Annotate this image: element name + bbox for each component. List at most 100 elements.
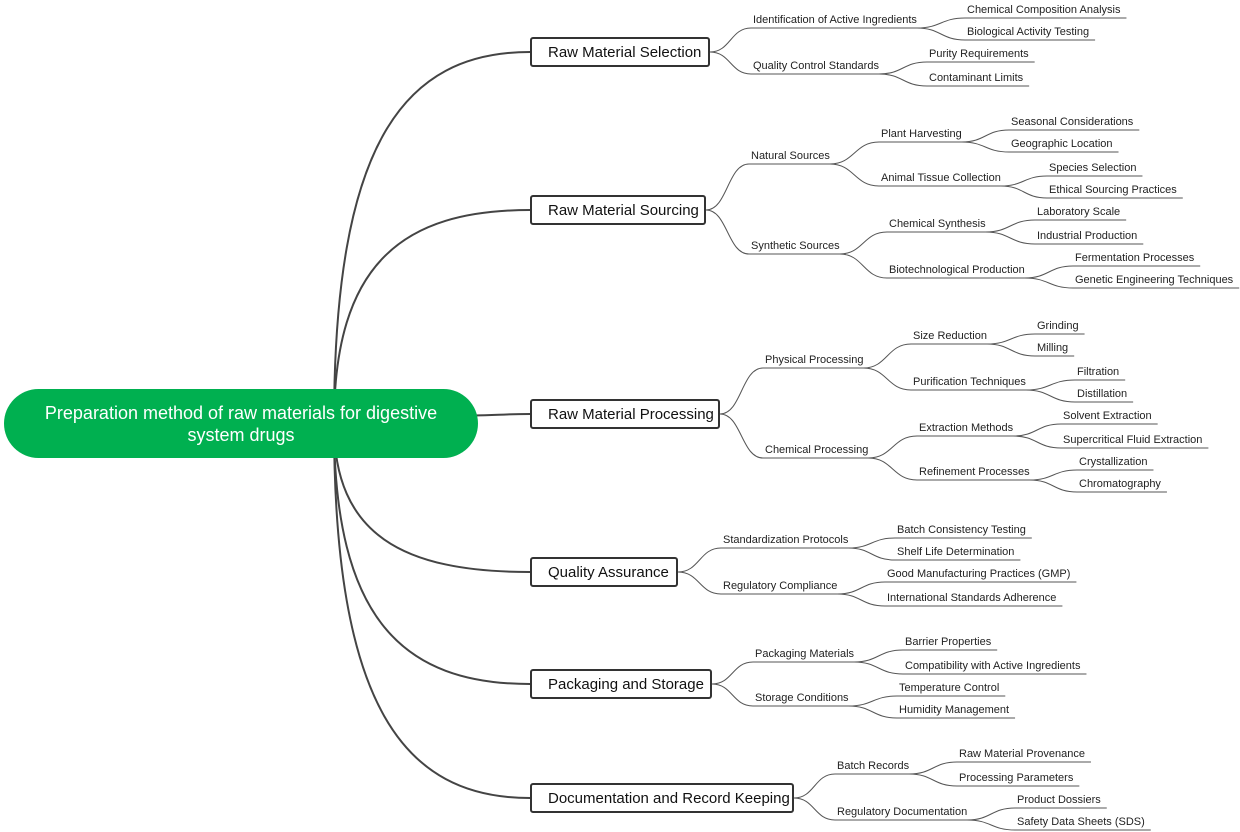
node-size-reduction[interactable]: Size Reduction — [913, 330, 987, 342]
branch-packaging-and-storage[interactable]: Packaging and Storage — [530, 669, 712, 699]
branch-documentation-and-record-keeping[interactable]: Documentation and Record Keeping — [530, 783, 794, 813]
connector-line — [711, 683, 754, 707]
connector-line — [1025, 379, 1076, 391]
node-filtration[interactable]: Filtration — [1077, 366, 1120, 378]
node-batch-records[interactable]: Batch Records — [837, 760, 910, 772]
node-plant-harvesting[interactable]: Plant Harvesting — [881, 128, 962, 140]
node-barrier-properties[interactable]: Barrier Properties — [905, 636, 992, 648]
connector-line — [1025, 389, 1076, 403]
node-animal-tissue-collection[interactable]: Animal Tissue Collection — [881, 172, 1001, 184]
node-raw-material-provenance[interactable]: Raw Material Provenance — [959, 748, 1085, 760]
connector-line — [677, 571, 722, 595]
branch-label: Documentation and Record Keeping — [548, 789, 790, 807]
node-solvent-extraction[interactable]: Solvent Extraction — [1063, 410, 1152, 422]
node-contaminant-limits[interactable]: Contaminant Limits — [929, 72, 1024, 84]
connector-line — [719, 367, 764, 415]
connector-line — [986, 343, 1036, 357]
connector-line — [1029, 479, 1078, 493]
connector-line — [916, 17, 966, 29]
node-grinding[interactable]: Grinding — [1037, 320, 1079, 332]
connector-line — [839, 231, 888, 255]
branch-line — [333, 423, 531, 573]
node-chromatography[interactable]: Chromatography — [1079, 478, 1161, 490]
node-batch-consistency-testing[interactable]: Batch Consistency Testing — [897, 524, 1026, 536]
node-compatibility-with-active-ingredients[interactable]: Compatibility with Active Ingredients — [905, 660, 1081, 672]
node-synthetic-sources[interactable]: Synthetic Sources — [751, 240, 840, 252]
connector-line — [709, 51, 752, 75]
node-regulatory-compliance[interactable]: Regulatory Compliance — [723, 580, 838, 592]
node-natural-sources[interactable]: Natural Sources — [751, 150, 830, 162]
node-biological-activity-testing[interactable]: Biological Activity Testing — [967, 26, 1090, 38]
connector-line — [705, 163, 750, 211]
node-regulatory-documentation[interactable]: Regulatory Documentation — [837, 806, 968, 818]
connector-line — [793, 797, 836, 821]
node-geographic-location[interactable]: Geographic Location — [1011, 138, 1113, 150]
node-quality-control-standards[interactable]: Quality Control Standards — [753, 60, 879, 72]
node-milling[interactable]: Milling — [1037, 342, 1069, 354]
connector-line — [961, 141, 1010, 153]
connector-line — [839, 253, 888, 279]
connector-line — [829, 163, 880, 187]
connector-line — [1000, 185, 1048, 199]
node-ethical-sourcing-practices[interactable]: Ethical Sourcing Practices — [1049, 184, 1177, 196]
connector-line — [1013, 435, 1062, 449]
connector-line — [1029, 469, 1078, 481]
node-seasonal-considerations[interactable]: Seasonal Considerations — [1011, 116, 1134, 128]
connector-line — [961, 129, 1010, 143]
connector-line — [709, 27, 752, 53]
node-laboratory-scale[interactable]: Laboratory Scale — [1037, 206, 1121, 218]
node-international-standards-adherence[interactable]: International Standards Adherence — [887, 592, 1057, 604]
node-chemical-processing[interactable]: Chemical Processing — [765, 444, 869, 456]
branch-line — [333, 51, 531, 424]
node-packaging-materials[interactable]: Packaging Materials — [755, 648, 855, 660]
node-identification-of-active-ingredients[interactable]: Identification of Active Ingredients — [753, 14, 917, 26]
node-chemical-synthesis[interactable]: Chemical Synthesis — [889, 218, 986, 230]
connector-line — [837, 581, 886, 595]
branch-line — [471, 413, 531, 417]
node-biotechnological-production[interactable]: Biotechnological Production — [889, 264, 1025, 276]
branch-line — [333, 209, 531, 424]
branch-raw-material-sourcing[interactable]: Raw Material Sourcing — [530, 195, 706, 225]
connector-line — [677, 547, 722, 573]
node-physical-processing[interactable]: Physical Processing — [765, 354, 864, 366]
connector-line — [967, 807, 1016, 821]
root-node[interactable]: Preparation method of raw materials for … — [4, 389, 478, 458]
branch-label: Raw Material Selection — [548, 43, 702, 61]
node-crystallization[interactable]: Crystallization — [1079, 456, 1148, 468]
connector-line — [1000, 175, 1048, 187]
node-industrial-production[interactable]: Industrial Production — [1037, 230, 1138, 242]
node-species-selection[interactable]: Species Selection — [1049, 162, 1137, 174]
node-distillation[interactable]: Distillation — [1077, 388, 1128, 400]
node-purification-techniques[interactable]: Purification Techniques — [913, 376, 1026, 388]
node-fermentation-processes[interactable]: Fermentation Processes — [1075, 252, 1195, 264]
node-refinement-processes[interactable]: Refinement Processes — [919, 466, 1030, 478]
node-safety-data-sheets[interactable]: Safety Data Sheets (SDS) — [1017, 816, 1145, 828]
node-temperature-control[interactable]: Temperature Control — [899, 682, 1000, 694]
connector-line — [848, 537, 896, 549]
connector-line — [848, 695, 898, 707]
node-shelf-life-determination[interactable]: Shelf Life Determination — [897, 546, 1015, 558]
node-supercritical-fluid-extraction[interactable]: Supercritical Fluid Extraction — [1063, 434, 1203, 446]
connector-line — [705, 209, 750, 255]
branch-raw-material-selection[interactable]: Raw Material Selection — [530, 37, 710, 67]
connector-line — [863, 343, 912, 369]
node-genetic-engineering-techniques[interactable]: Genetic Engineering Techniques — [1075, 274, 1234, 286]
branch-label: Packaging and Storage — [548, 675, 704, 693]
node-storage-conditions[interactable]: Storage Conditions — [755, 692, 849, 704]
node-extraction-methods[interactable]: Extraction Methods — [919, 422, 1014, 434]
node-good-manufacturing-practices[interactable]: Good Manufacturing Practices (GMP) — [887, 568, 1071, 580]
node-standardization-protocols[interactable]: Standardization Protocols — [723, 534, 849, 546]
branch-quality-assurance[interactable]: Quality Assurance — [530, 557, 678, 587]
node-chemical-composition-analysis[interactable]: Chemical Composition Analysis — [967, 4, 1121, 16]
root-label: Preparation method of raw materials for … — [44, 402, 438, 445]
connector-line — [967, 819, 1016, 831]
node-product-dossiers[interactable]: Product Dossiers — [1017, 794, 1101, 806]
node-processing-parameters[interactable]: Processing Parameters — [959, 772, 1074, 784]
node-humidity-management[interactable]: Humidity Management — [899, 704, 1010, 716]
branch-label: Raw Material Processing — [548, 405, 714, 423]
connector-line — [909, 761, 958, 775]
connector-line — [848, 547, 896, 561]
node-purity-requirements[interactable]: Purity Requirements — [929, 48, 1029, 60]
branch-raw-material-processing[interactable]: Raw Material Processing — [530, 399, 720, 429]
